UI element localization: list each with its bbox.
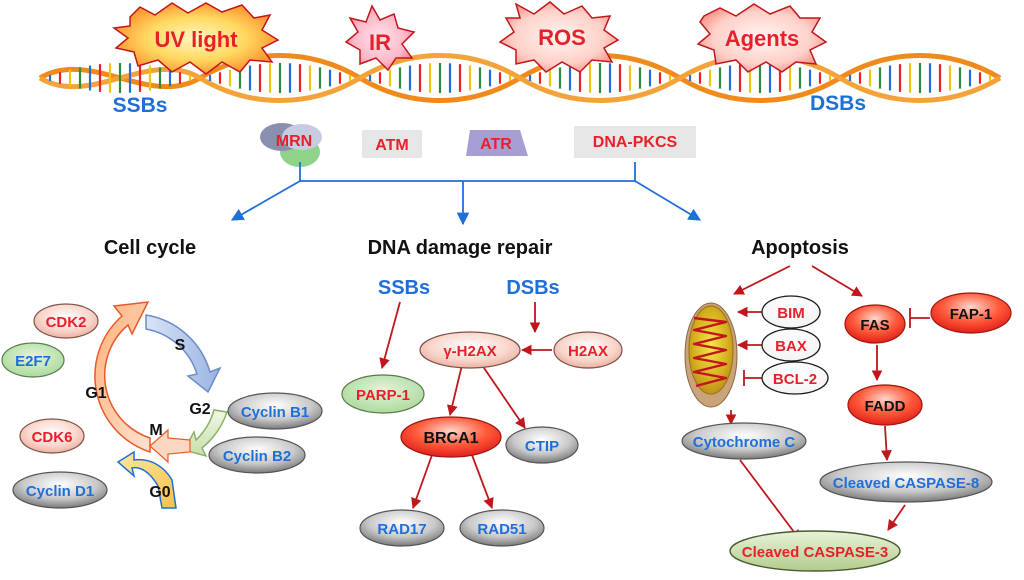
damage-source-agents: Agents — [696, 3, 828, 73]
phase-s-label: S — [175, 337, 186, 354]
sensor-dna-pkcs: DNA-PKCS — [574, 126, 696, 158]
fas-label: FAS — [860, 317, 889, 334]
fap1-label: FAP-1 — [950, 306, 993, 323]
node-cyclin-d1: Cyclin D1 — [12, 471, 108, 509]
ir-label: IR — [369, 30, 391, 55]
node-cytochrome-c: Cytochrome C — [681, 422, 807, 460]
node-rad51: RAD51 — [459, 509, 545, 547]
node-gamma-h2ax: γ-H2AX — [419, 331, 521, 369]
h2ax-label: H2AX — [568, 343, 608, 360]
node-cdk6: CDK6 — [19, 418, 85, 454]
cleaved-caspase-8-label: Cleaved CASPASE-8 — [833, 475, 979, 492]
rad51-label: RAD51 — [477, 521, 526, 538]
node-cleaved-caspase-3: Cleaved CASPASE-3 — [729, 530, 901, 572]
atr-label: ATR — [480, 136, 512, 153]
dna-pkcs-label: DNA-PKCS — [593, 134, 678, 151]
phase-g1-label: G1 — [85, 385, 106, 402]
mrn-label: MRN — [276, 133, 312, 150]
sensor-atm: ATM — [362, 130, 422, 158]
bax-label: BAX — [775, 338, 807, 355]
sensor-bracket — [230, 162, 702, 226]
cyclin-b2-label: Cyclin B2 — [223, 448, 291, 465]
sensor-mrn: MRN — [260, 123, 322, 167]
atm-label: ATM — [375, 137, 408, 154]
dna-helix — [38, 53, 1002, 103]
repair-arrows — [379, 301, 552, 510]
node-fap1: FAP-1 — [930, 292, 1012, 334]
brca1-label: BRCA1 — [423, 430, 478, 447]
node-bax: BAX — [761, 328, 821, 362]
bim-label: BIM — [777, 305, 805, 322]
rad17-label: RAD17 — [377, 521, 426, 538]
cdk2-label: CDK2 — [46, 314, 87, 331]
dna-dsbs-label: DSBs — [810, 92, 866, 115]
node-parp1: PARP-1 — [341, 374, 425, 414]
agents-label: Agents — [725, 26, 800, 51]
cleaved-caspase-3-label: Cleaved CASPASE-3 — [742, 544, 888, 561]
damage-source-uv: UV light — [112, 2, 280, 75]
uv-light-label: UV light — [154, 27, 238, 52]
mitochondrion-icon — [684, 302, 738, 408]
gamma-h2ax-label: γ-H2AX — [443, 343, 496, 360]
node-ctip: CTIP — [505, 426, 579, 464]
sensor-atr: ATR — [466, 130, 528, 156]
node-fadd: FADD — [847, 384, 923, 426]
cyclin-d1-label: Cyclin D1 — [26, 483, 94, 500]
bcl2-label: BCL-2 — [773, 371, 817, 388]
damage-source-ros: ROS — [498, 1, 620, 73]
node-fas: FAS — [844, 304, 906, 344]
node-brca1: BRCA1 — [400, 416, 502, 458]
damage-source-ir: IR — [344, 4, 416, 72]
node-bim: BIM — [761, 295, 821, 329]
cyclin-b1-label: Cyclin B1 — [241, 404, 309, 421]
phase-g0-label: G0 — [149, 484, 170, 501]
node-rad17: RAD17 — [359, 509, 445, 547]
phase-g2-label: G2 — [189, 401, 210, 418]
phase-m-label: M — [149, 422, 162, 439]
cdk6-label: CDK6 — [32, 429, 73, 446]
apoptosis-title: Apoptosis — [751, 237, 849, 259]
node-cleaved-caspase-8: Cleaved CASPASE-8 — [819, 461, 993, 503]
cytochrome-c-label: Cytochrome C — [693, 434, 796, 451]
node-bcl2: BCL-2 — [761, 361, 829, 395]
node-e2f7: E2F7 — [1, 342, 65, 378]
fadd-label: FADD — [865, 398, 906, 415]
cell-cycle-wheel — [94, 301, 228, 509]
dna-repair-title: DNA damage repair — [368, 237, 553, 259]
node-h2ax: H2AX — [553, 331, 623, 369]
repair-dsbs-label: DSBs — [506, 277, 559, 299]
apoptosis-arrows — [725, 265, 906, 541]
repair-ssbs-label: SSBs — [378, 277, 430, 299]
ctip-label: CTIP — [525, 438, 559, 455]
node-cyclin-b1: Cyclin B1 — [227, 392, 323, 430]
e2f7-label: E2F7 — [15, 353, 51, 370]
cell-cycle-title: Cell cycle — [104, 237, 196, 259]
node-cyclin-b2: Cyclin B2 — [208, 436, 306, 474]
dna-ssbs-label: SSBs — [113, 94, 168, 117]
node-cdk2: CDK2 — [33, 303, 99, 339]
parp1-label: PARP-1 — [356, 387, 410, 404]
inhibition-lines — [743, 308, 930, 386]
ros-label: ROS — [538, 25, 586, 50]
